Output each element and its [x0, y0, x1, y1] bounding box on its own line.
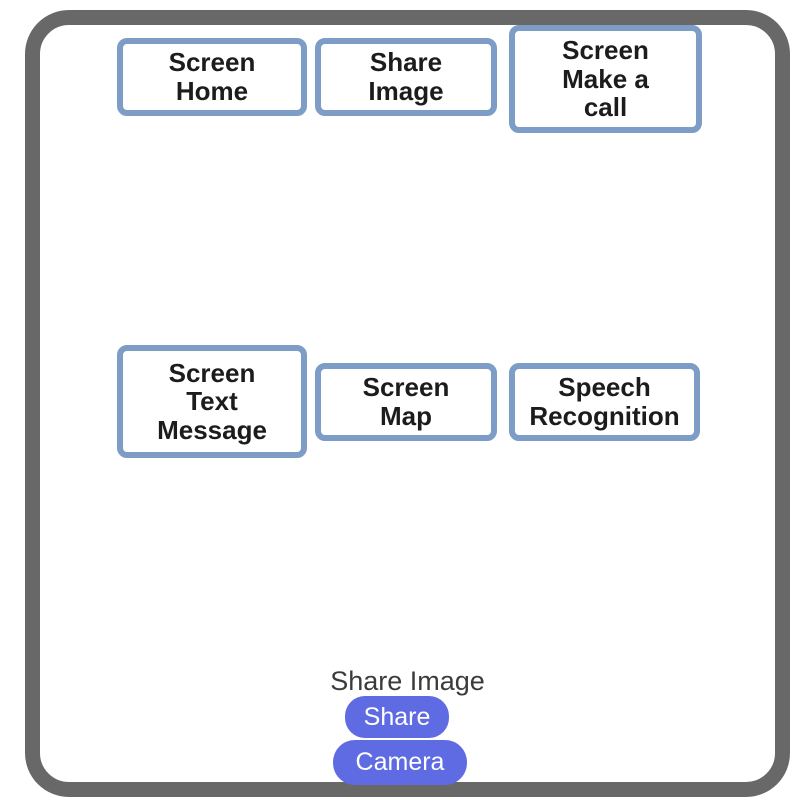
button-label-line: Share: [369, 47, 443, 78]
button-label-line: Screen: [562, 35, 649, 66]
button-label-line: call: [583, 92, 628, 123]
button-label-line: Screen: [362, 372, 450, 403]
screen-text-message-button[interactable]: Screen Text Message: [117, 345, 307, 458]
button-label-line: Map: [380, 401, 432, 431]
screen-map-button[interactable]: Screen Map: [315, 363, 497, 441]
button-label-line: Image: [368, 76, 444, 106]
camera-button[interactable]: Camera: [333, 740, 467, 785]
button-label-line: Message: [157, 414, 267, 445]
share-image-label: Share Image: [330, 666, 485, 696]
button-label-line: Text: [186, 386, 238, 417]
button-label-line: Recognition: [529, 401, 680, 431]
button-label-line: Screen: [168, 47, 256, 78]
button-label-line: Home: [175, 76, 249, 106]
speech-recognition-button[interactable]: Speech Recognition: [509, 363, 700, 441]
screen-make-a-call-button[interactable]: Screen Make a call: [509, 25, 702, 133]
share-image-screen-button[interactable]: Share Image: [315, 38, 497, 116]
button-label-line: Make a: [562, 63, 649, 94]
button-label-line: Speech: [558, 372, 651, 403]
screen-home-button[interactable]: Screen Home: [117, 38, 307, 116]
phone-frame: Screen Home Share Image Screen Make a ca…: [25, 10, 790, 797]
button-label-line: Screen: [168, 357, 256, 388]
share-button[interactable]: Share: [345, 696, 449, 738]
